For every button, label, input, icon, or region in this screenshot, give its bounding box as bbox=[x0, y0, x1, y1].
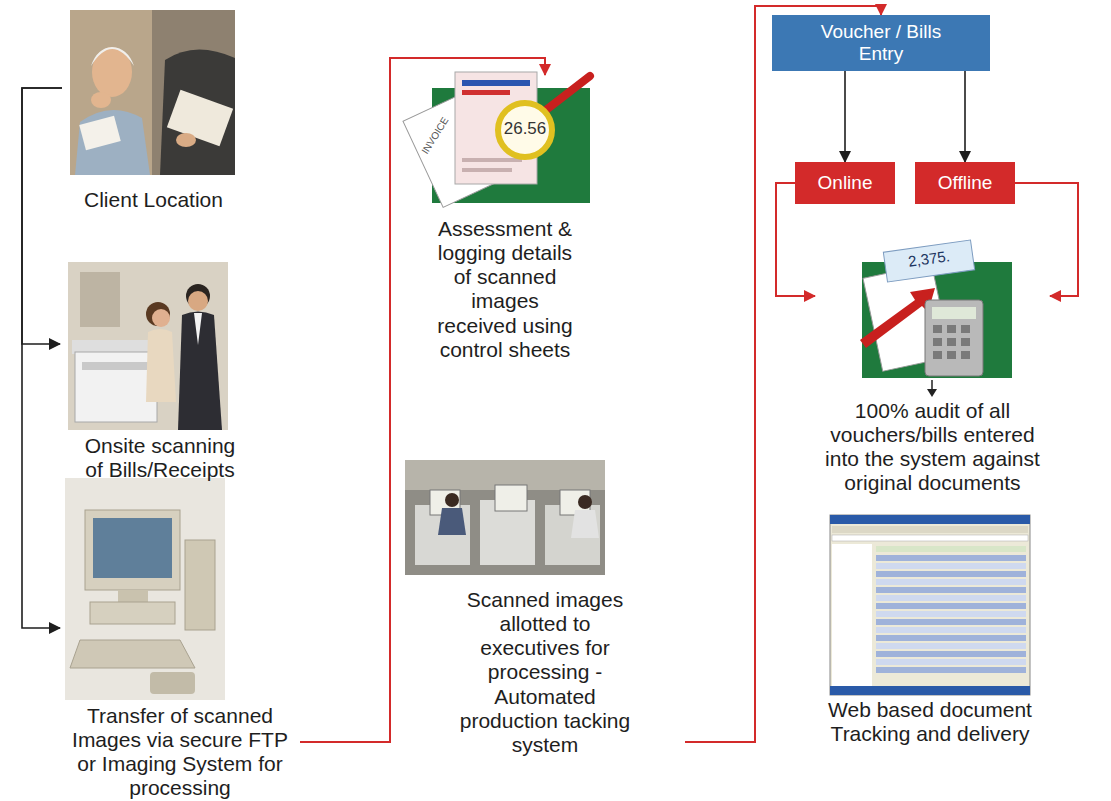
office-photo bbox=[405, 460, 605, 575]
delivery-step: Web based document Tracking and delivery bbox=[805, 512, 1055, 751]
client-step: Client Location bbox=[62, 8, 245, 217]
invoice-illustration bbox=[403, 72, 590, 207]
step-caption: Transfer of scanned Images via secure FT… bbox=[66, 704, 294, 801]
flow-connector bbox=[22, 88, 62, 628]
calculator-illustration bbox=[860, 240, 1012, 397]
amount-mark: 2,375. bbox=[889, 246, 969, 273]
step-caption: 100% audit of all vouchers/bills entered… bbox=[820, 399, 1046, 496]
step-caption: Web based document Tracking and delivery bbox=[814, 698, 1046, 746]
online-box: Online bbox=[795, 162, 895, 204]
invoice-mark: INVOICE bbox=[412, 103, 458, 168]
offline-box: Offline bbox=[915, 162, 1015, 204]
step-caption: Scanned images allotted to executives fo… bbox=[457, 588, 633, 757]
flow-connector bbox=[964, 71, 966, 162]
assessment-step: Assessment & logging details of scanned … bbox=[405, 75, 605, 366]
flow-connector bbox=[844, 71, 846, 162]
flow-connector bbox=[1015, 183, 1078, 296]
audit-step: 100% audit of all vouchers/bills entered… bbox=[815, 235, 1050, 500]
step-caption: Onsite scanning of Bills/Receipts bbox=[75, 434, 245, 482]
box-label: Voucher / Bills Entry bbox=[806, 21, 956, 65]
scanning-step: Onsite scanning of Bills/Receipts bbox=[60, 262, 260, 487]
transfer-step: Transfer of scanned Images via secure FT… bbox=[60, 476, 300, 801]
step-caption: Client Location bbox=[66, 188, 241, 212]
web-screenshot bbox=[830, 515, 1030, 695]
box-label: Online bbox=[818, 172, 873, 194]
box-label: Offline bbox=[938, 172, 993, 194]
entry-box: Voucher / Bills Entry bbox=[772, 15, 990, 71]
client-photo bbox=[70, 10, 235, 175]
flow-connector bbox=[22, 88, 62, 344]
amount-mark: 26.56 bbox=[500, 120, 550, 139]
step-caption: Assessment & logging details of scanned … bbox=[430, 217, 580, 362]
flow-connector bbox=[685, 6, 881, 742]
computer-photo bbox=[65, 478, 225, 700]
allotment-step: Scanned images allotted to executives fo… bbox=[405, 458, 685, 761]
scanning-photo bbox=[68, 262, 228, 430]
